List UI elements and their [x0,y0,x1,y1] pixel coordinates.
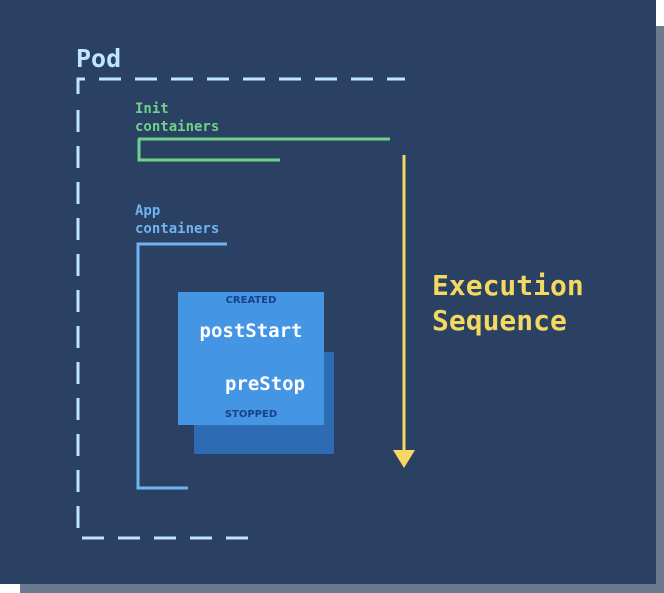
stopped-label: STOPPED [224,409,278,420]
init-containers-bracket [137,139,280,162]
init-containers-label: Init containers [135,101,220,135]
execution-sequence-label: Execution Sequence [432,269,584,337]
prestop-label: preStop [224,373,306,395]
pod-boundary-bottom [76,110,262,540]
lifecycle-card [178,292,324,425]
diagram-panel [0,0,656,584]
pod-boundary [76,77,405,94]
pod-label: Pod [76,44,122,73]
poststart-label: postStart [199,320,303,342]
app-containers-bracket [136,242,227,490]
created-label: CREATED [225,295,277,306]
app-containers-label: App containers [135,203,220,237]
execution-arrow-head [393,450,415,468]
